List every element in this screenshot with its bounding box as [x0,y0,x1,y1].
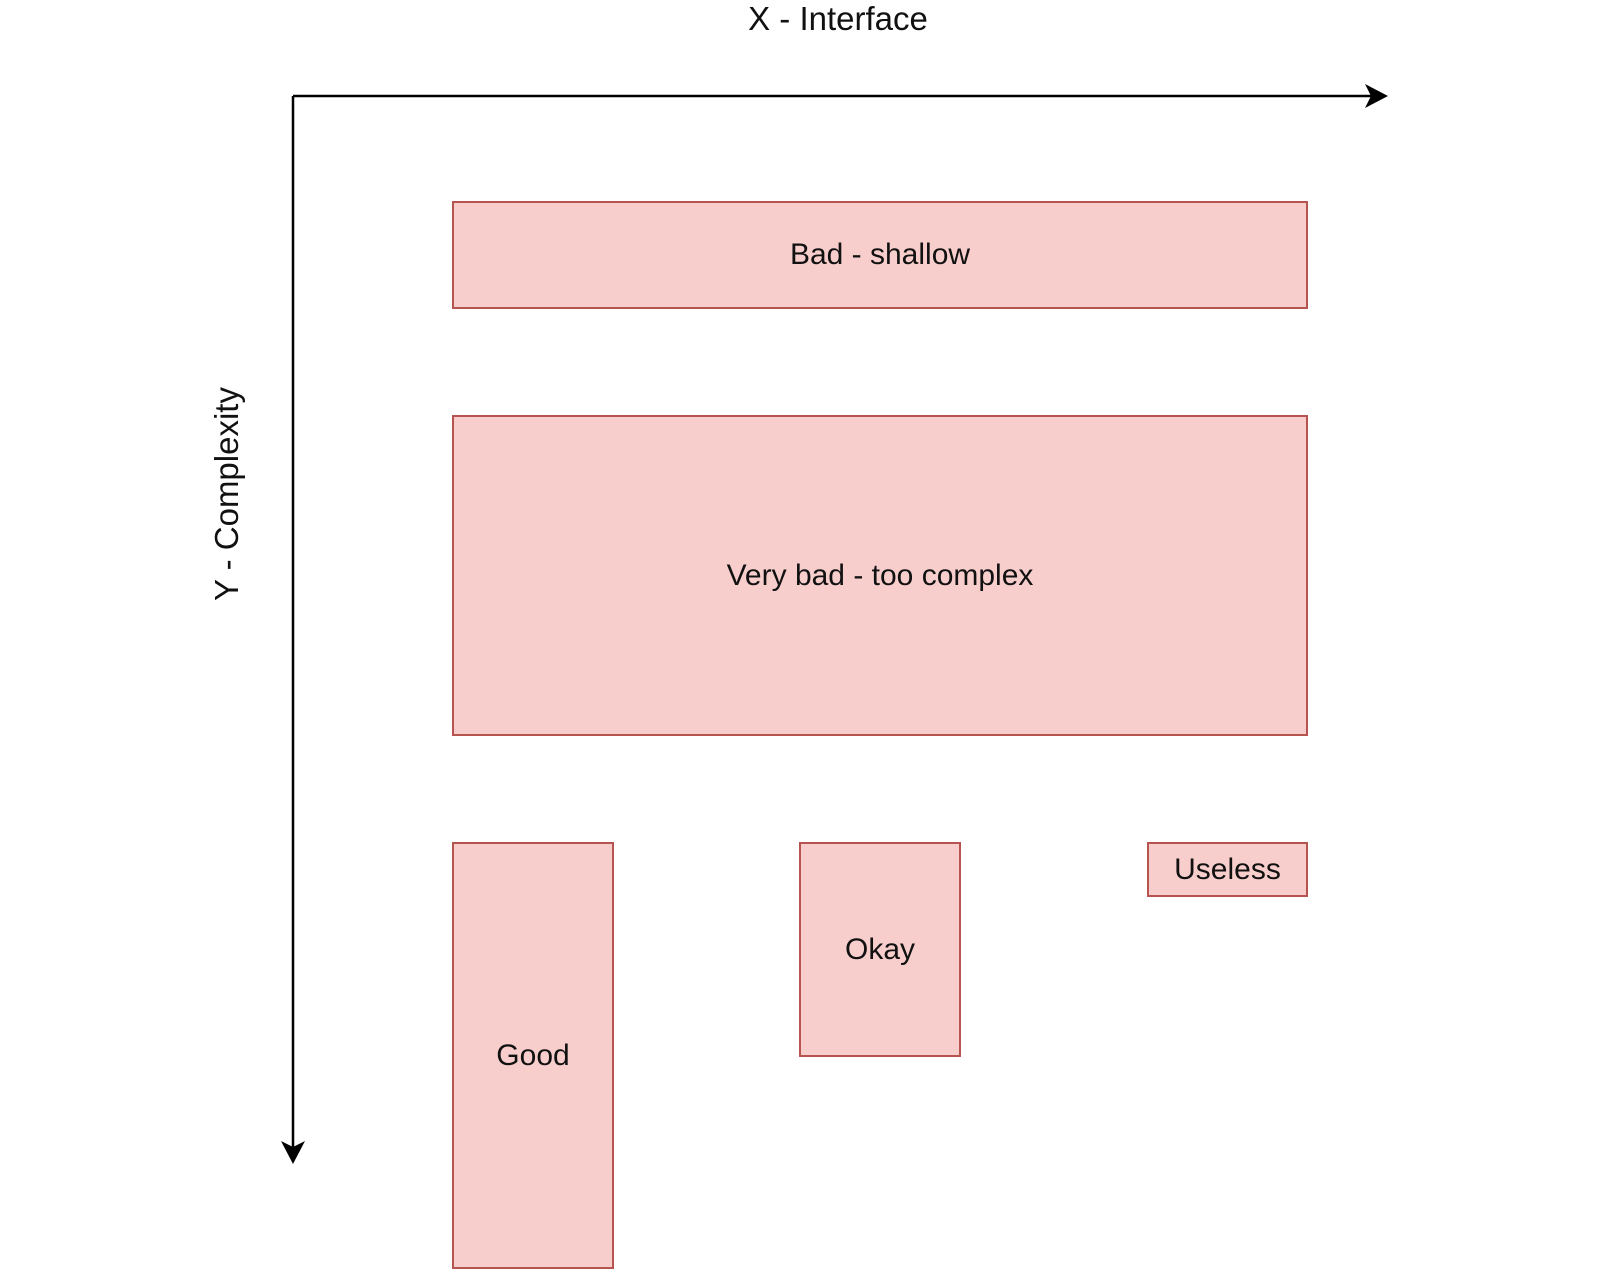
bad-shallow-label: Bad - shallow [789,238,971,271]
good-box: Good [452,842,614,1269]
okay-box: Okay [799,842,961,1057]
very-bad-too-complex-label: Very bad - too complex [726,558,1034,592]
good-label: Good [496,1038,570,1072]
x-axis-title: X - Interface [748,0,928,37]
y-axis-title: Y - Complexity [208,387,245,601]
x-axis-arrowhead [1365,84,1388,108]
useless-label: Useless [1174,852,1281,886]
okay-label: Okay [844,932,916,966]
y-axis-arrowhead [281,1141,305,1164]
bad-shallow-box: Bad - shallow [452,201,1308,309]
very-bad-too-complex-box: Very bad - too complex [452,415,1308,736]
useless-box: Useless [1147,842,1308,897]
